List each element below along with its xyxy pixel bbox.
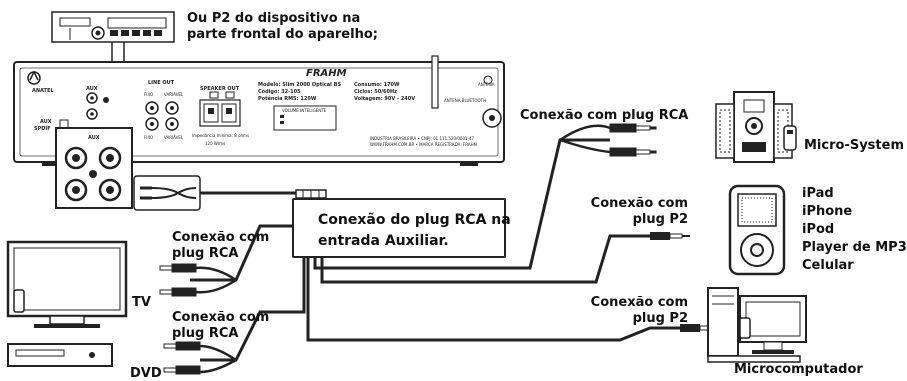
- fixo-label-top: FIXO: [144, 92, 153, 97]
- speaker-out-label: SPEAKER OUT: [200, 86, 240, 92]
- line-out-label: LINE OUT: [148, 80, 175, 86]
- cable-detail-box: [133, 175, 201, 211]
- p2-bottom-label-line-1: Conexão com: [590, 295, 688, 310]
- aux-small-label: AUX: [86, 86, 98, 92]
- volume-title: VOLUME INTELIGENTE: [282, 108, 327, 113]
- antenna-bt-label: ANTENA BLUETOOTH: [444, 98, 486, 103]
- rca-left-bottom-label-line-1: Conexão com: [172, 310, 270, 325]
- portable-label-ipad: iPad: [802, 186, 834, 201]
- computer-label: Microcomputador: [734, 362, 863, 377]
- variavel-label-bottom: VARIÁVEL: [164, 135, 184, 140]
- spdif-label: SPDIF: [34, 126, 51, 132]
- rca-left-bottom-label-line-2: plug RCA: [172, 326, 239, 341]
- spec-line-1: Consumo: 170W: [354, 82, 400, 88]
- portable-player-icon: [728, 184, 786, 276]
- portable-label-mp3: Player de MP3: [802, 240, 907, 255]
- front-panel-note-line-2: parte frontal do aparelho;: [187, 27, 378, 42]
- portable-label-iphone: iPhone: [802, 204, 853, 219]
- dvd-icon: [7, 343, 113, 367]
- amplifier-back-panel: [13, 55, 505, 166]
- dvd-label: DVD: [130, 366, 162, 381]
- anatel-label: ANATEL: [32, 88, 54, 94]
- portable-label-ipod: iPod: [802, 222, 835, 237]
- antenna-label: ANTENA: [478, 82, 495, 87]
- spec-line-3: Voltagem: 90V - 240V: [354, 96, 415, 102]
- center-note-line-2: entrada Auxiliar.: [318, 233, 449, 249]
- front-panel-inset: [51, 11, 175, 43]
- portable-label-celular: Celular: [802, 258, 854, 273]
- spec-line-2: Ciclos: 50/60Hz: [354, 89, 397, 95]
- model-line-3: Potência RMS: 120W: [258, 95, 317, 102]
- footer-line-2: WWW.FRAHM.COM.BR • MARCA REGISTRADA: FRA…: [370, 142, 478, 147]
- tv-label: TV: [132, 295, 151, 310]
- rca-right-label: Conexão com plug RCA: [520, 108, 689, 123]
- p2-bottom-label-line-2: plug P2: [632, 311, 688, 326]
- aux-side-label: AUX: [40, 119, 52, 125]
- p2-plug-top: [650, 232, 690, 240]
- rca-left-top-label-line-2: plug RCA: [172, 246, 239, 261]
- center-note-line-1: Conexão do plug RCA na: [318, 212, 511, 228]
- p2-top-label-line-2: plug P2: [632, 212, 688, 227]
- p2-top-label-line-1: Conexão com: [590, 196, 688, 211]
- model-line-1: Modelo: Slim 2000 Optical BS: [258, 82, 341, 88]
- micro-system-label: Micro-System: [804, 138, 904, 153]
- aux-zoom-inset: [55, 127, 133, 209]
- brand-label: FRAHM: [306, 68, 347, 79]
- footer-line-1: INDÚSTRIA BRASILEIRA • CNPJ: 01.111.520/…: [370, 136, 475, 141]
- center-note-box: Conexão do plug RCA na entrada Auxiliar.: [292, 198, 511, 258]
- rca-plugs-right: [559, 123, 657, 157]
- rca-plugs-left-bottom: [163, 341, 237, 375]
- impedance-label: Impedância mínima: 8 ohms: [192, 133, 249, 138]
- model-line-2: Código: 32-105: [258, 88, 301, 95]
- computer-icon: [707, 287, 807, 363]
- fixo-label-bottom: FIXO: [144, 135, 153, 140]
- tv-icon: [6, 240, 128, 328]
- variavel-label-top: VARIÁVEL: [164, 92, 184, 97]
- front-panel-note-line-1: Ou P2 do dispositivo na: [187, 11, 361, 26]
- aux-zoom-label: AUX: [88, 135, 100, 141]
- rca-left-top-label-line-1: Conexão com: [172, 230, 270, 245]
- power-label: 120 Wrms: [205, 141, 225, 146]
- rca-plugs-left-top: [159, 263, 237, 297]
- micro-system-icon: [715, 91, 797, 163]
